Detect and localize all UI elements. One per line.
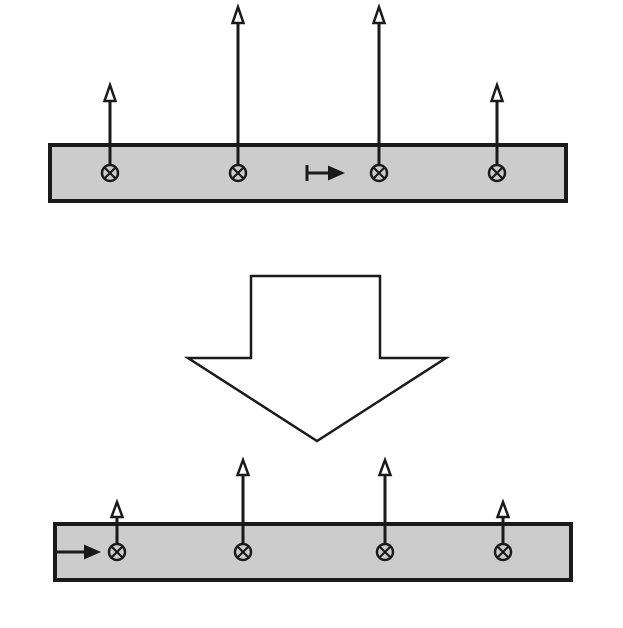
bottom-bar xyxy=(53,522,573,582)
top-panel xyxy=(48,3,568,203)
bottom-site-4-into-page-icon xyxy=(493,542,513,562)
top-direction-arrow-icon xyxy=(305,165,345,181)
bottom-site-1-into-page-icon xyxy=(107,542,127,562)
top-vector-3-head xyxy=(371,3,387,25)
top-site-1-into-page-icon xyxy=(100,163,120,183)
top-vector-1-head xyxy=(102,81,118,103)
bottom-site-3-into-page-icon xyxy=(375,542,395,562)
transition-down-arrow-icon xyxy=(183,274,451,443)
top-site-4-into-page-icon xyxy=(487,163,507,183)
top-vector-4-head xyxy=(489,81,505,103)
bottom-site-2-into-page-icon xyxy=(233,542,253,562)
bottom-direction-arrow-icon xyxy=(57,544,101,560)
top-site-3-into-page-icon xyxy=(369,163,389,183)
top-site-2-into-page-icon xyxy=(228,163,248,183)
bottom-panel xyxy=(53,456,573,582)
top-vector-2-head xyxy=(230,3,246,25)
